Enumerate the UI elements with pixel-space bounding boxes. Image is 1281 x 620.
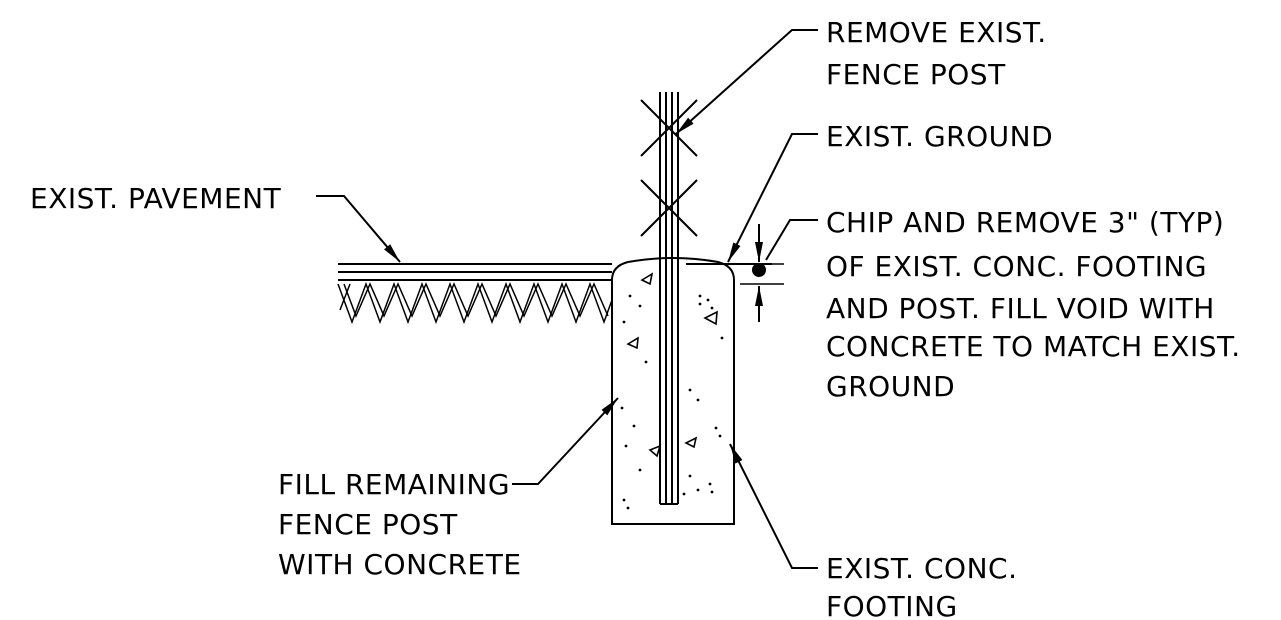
aggregate-dots: [620, 294, 724, 510]
chip-depth-dimension: [740, 224, 784, 322]
label-exist-conc-footing: EXIST. CONC. FOOTING: [826, 552, 1027, 620]
removal-x-marks: [640, 99, 698, 237]
leader-exist-pavement: [316, 195, 401, 263]
leaders: [316, 29, 818, 569]
label-remove-exist-fence-post: REMOVE EXIST. FENCE POST: [826, 16, 1056, 91]
label-chip-and-remove: CHIP AND REMOVE 3" (TYP) OF EXIST. CONC.…: [826, 206, 1250, 403]
label-exist-pavement: EXIST. PAVEMENT: [30, 182, 282, 215]
fence-post: [659, 92, 679, 505]
existing-pavement: [338, 263, 772, 281]
leader-exist-ground: [727, 133, 818, 263]
earth-hatch: [337, 281, 613, 325]
aggregate-mark: [684, 436, 698, 449]
aggregate-mark: [640, 272, 654, 286]
leader-conc-footing: [729, 443, 818, 569]
label-exist-ground: EXIST. GROUND: [826, 120, 1053, 153]
leader-remove-post: [675, 29, 818, 135]
aggregate-mark: [626, 336, 639, 350]
leader-fill-post: [512, 397, 619, 485]
aggregate-mark: [648, 444, 662, 458]
leader-chip-remove: [765, 219, 818, 261]
label-fill-remaining-fence-post: FILL REMAINING FENCE POST WITH CONCRETE: [278, 468, 522, 581]
aggregate-mark: [703, 310, 718, 326]
